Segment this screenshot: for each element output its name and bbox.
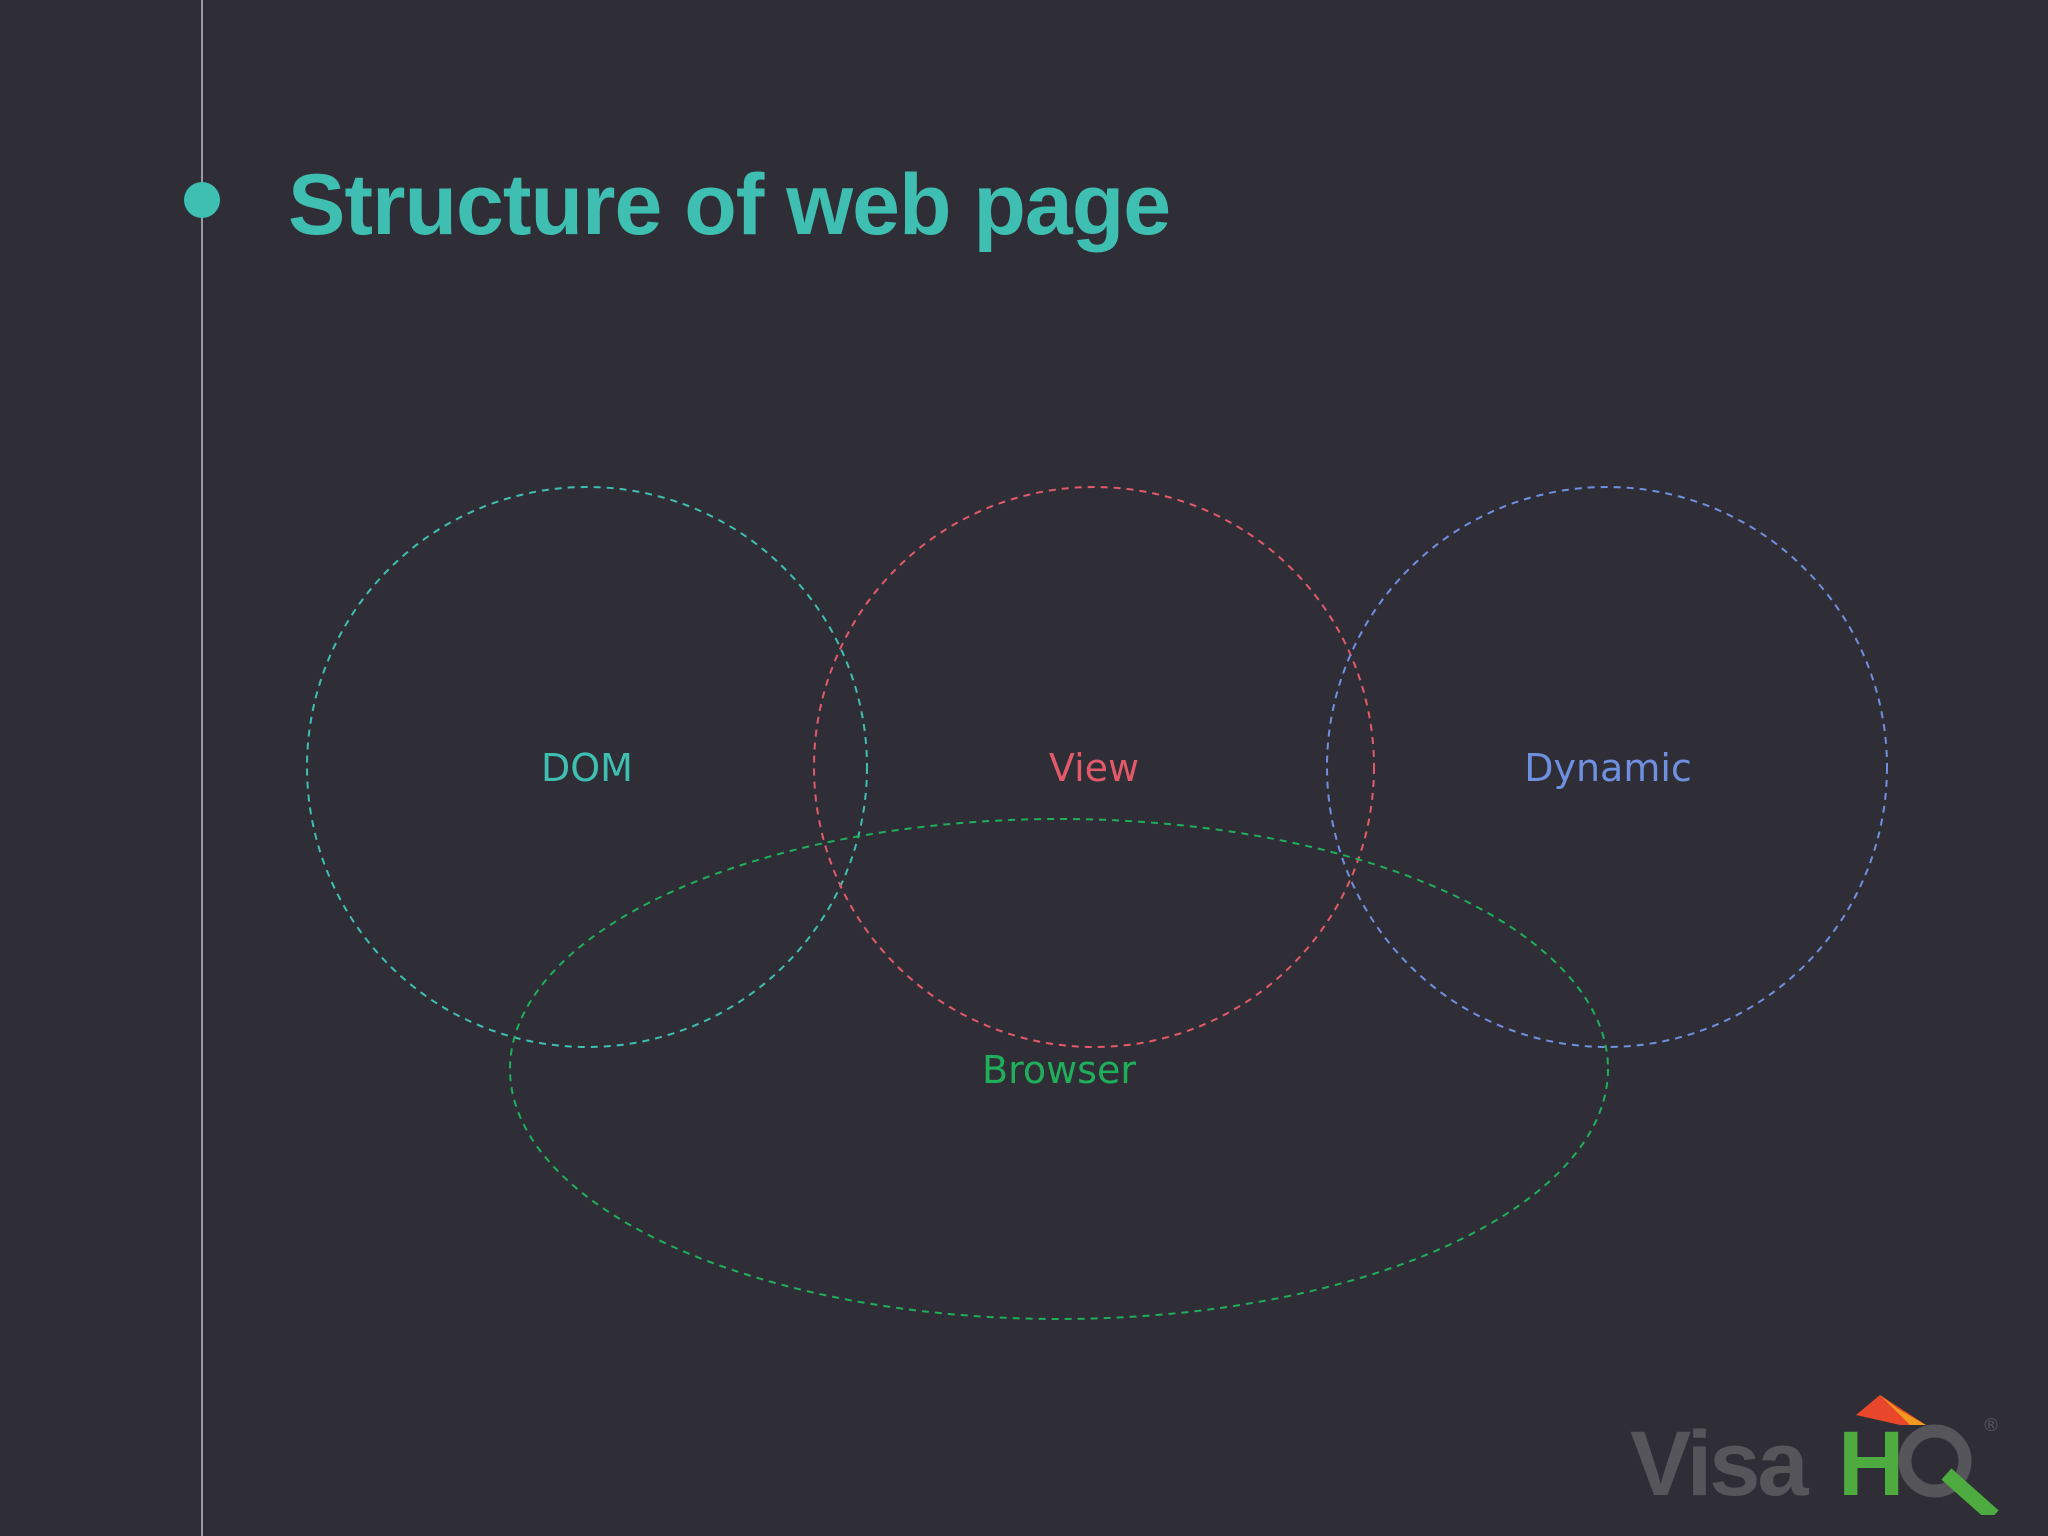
- logo-magnifier-icon: [1898, 1424, 1972, 1498]
- set-label-browser: Browser: [982, 1048, 1136, 1092]
- logo-registered-mark: ®: [1982, 1415, 2000, 1436]
- set-label-dom: DOM: [541, 746, 633, 790]
- set-view-outline: [813, 486, 1375, 1048]
- logo-magnifier-handle: [1941, 1468, 1999, 1515]
- logo-text-h: H: [1838, 1413, 1904, 1515]
- timeline-bullet: [184, 182, 220, 218]
- set-dom-outline: [306, 486, 868, 1048]
- slide-title: Structure of web page: [288, 157, 1171, 253]
- set-label-dynamic: Dynamic: [1524, 746, 1692, 790]
- timeline-line: [201, 0, 203, 1536]
- set-label-view: View: [1049, 746, 1139, 790]
- visahq-logo: Visa H ®: [1630, 1395, 2000, 1515]
- set-dynamic-outline: [1326, 486, 1888, 1048]
- logo-text-visa: Visa: [1630, 1413, 1809, 1515]
- set-browser-outline: [509, 818, 1609, 1320]
